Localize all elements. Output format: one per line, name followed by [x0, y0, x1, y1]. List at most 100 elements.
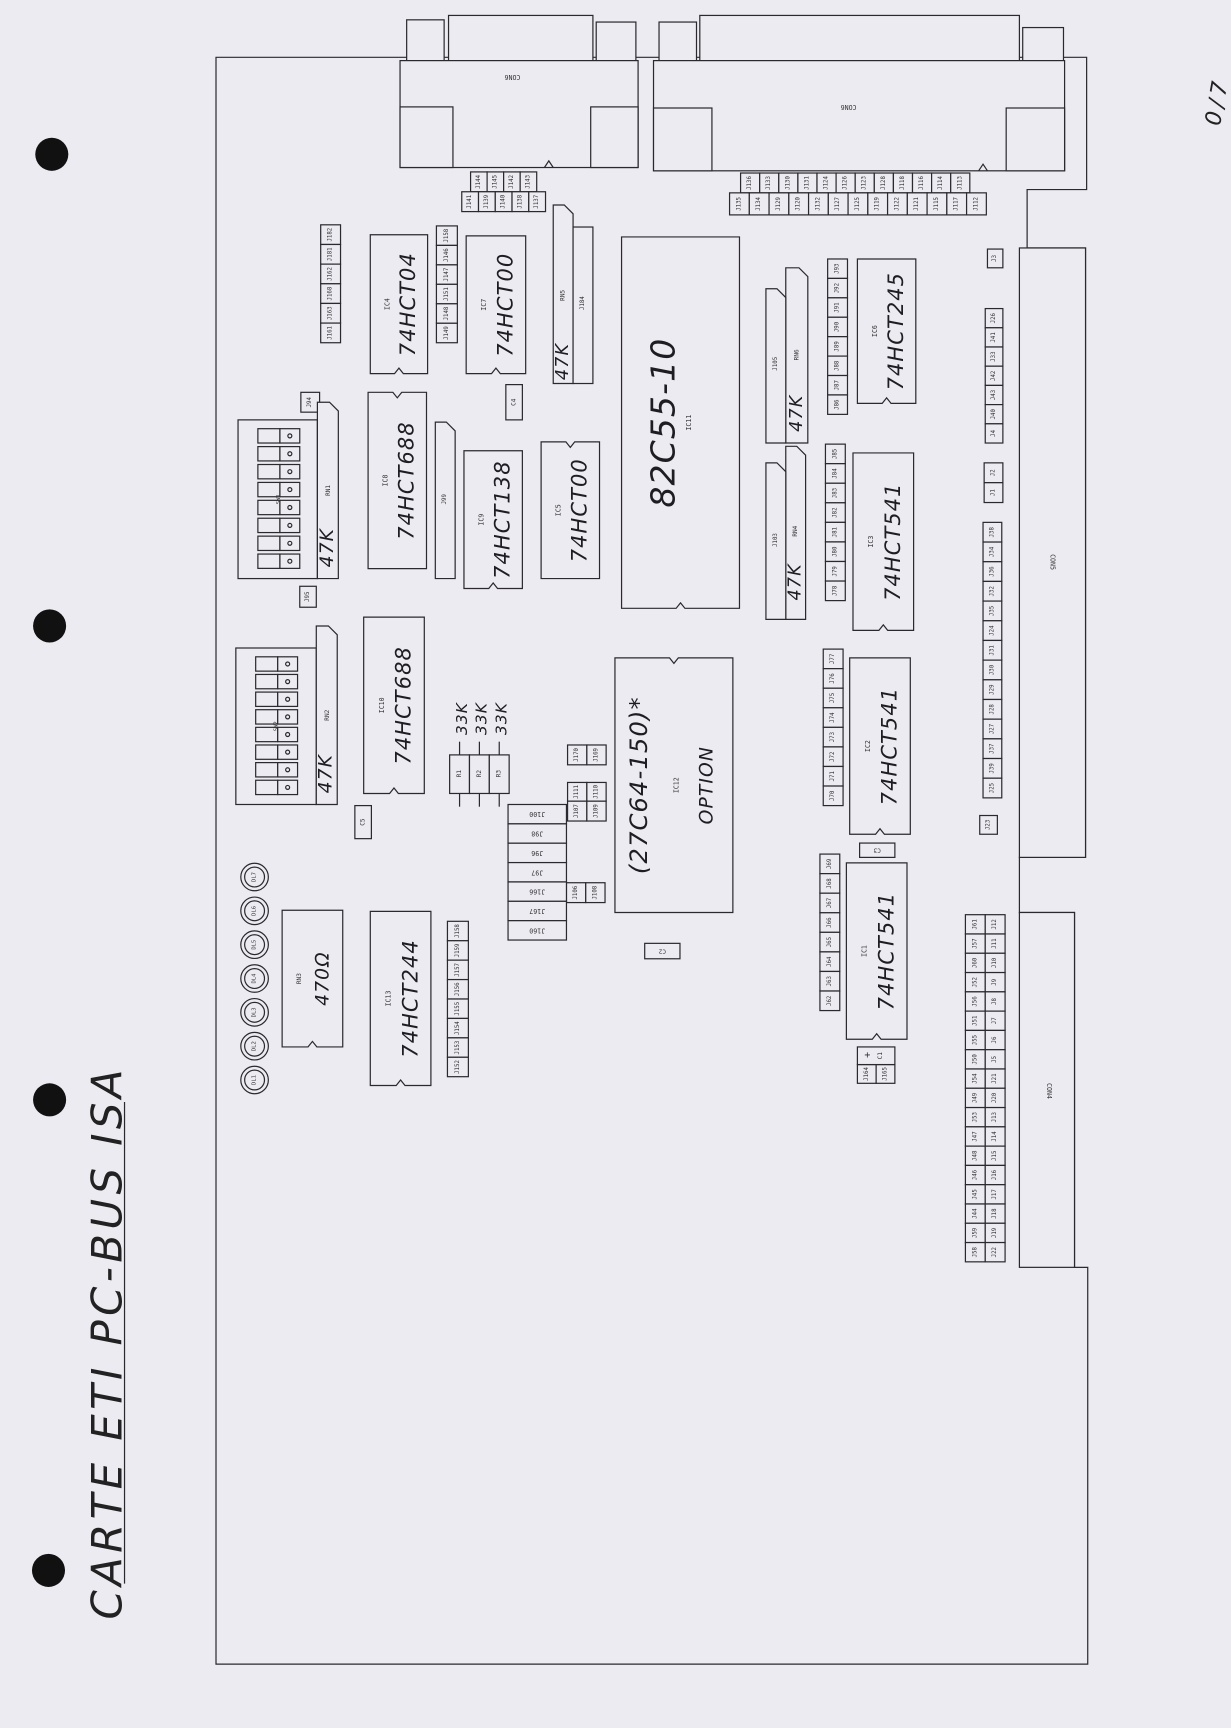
- switch-dot: [287, 433, 293, 439]
- jumper-label: J73: [830, 731, 836, 742]
- jumper-pad[interactable]: [827, 394, 849, 415]
- con6-left-connector-part: [406, 19, 445, 62]
- jumper-label: J132: [815, 197, 821, 211]
- switch-pos: [277, 762, 299, 778]
- jumper-pad[interactable]: [299, 585, 317, 608]
- led-label: DL4: [252, 973, 258, 984]
- jumper-label: J87: [835, 380, 841, 391]
- switch-dot: [285, 661, 291, 667]
- jumper-label: J105: [773, 357, 779, 371]
- jumper-pad[interactable]: [435, 322, 458, 344]
- jumper-pad[interactable]: [986, 248, 1004, 269]
- jumper-label: J126: [843, 176, 849, 190]
- jumper-pad[interactable]: [586, 800, 607, 822]
- ic-option-note: OPTION: [696, 746, 717, 824]
- jumper-pad[interactable]: [984, 1241, 1006, 1263]
- jumper-pad[interactable]: [585, 882, 606, 904]
- ic-part-number: 74HCT688: [395, 421, 419, 539]
- jumper-label: J79: [832, 566, 838, 577]
- con6-right-connector-part: [699, 14, 1021, 62]
- j184-pad: [572, 226, 594, 385]
- jumper-pad[interactable]: [983, 482, 1004, 504]
- capacitor-ref: C5: [360, 818, 367, 826]
- jumper-label: J14: [992, 1131, 998, 1142]
- capacitor-0: [505, 384, 523, 421]
- jumper-pad[interactable]: [507, 920, 568, 941]
- led-label: DL5: [252, 940, 258, 950]
- switch-lever[interactable]: [257, 553, 281, 569]
- jumper-label: J31: [989, 645, 995, 656]
- jumper-label: J42: [991, 371, 997, 381]
- jumper-pad[interactable]: [586, 744, 607, 766]
- switch-dot: [285, 749, 291, 755]
- jumper-label: J48: [972, 1150, 978, 1161]
- jumper-label: J148: [444, 306, 450, 320]
- jumper-label: J112: [973, 197, 979, 211]
- switch-pos: [277, 691, 299, 708]
- ic-0: [369, 234, 429, 375]
- jumper-pad[interactable]: [979, 814, 998, 835]
- ic-part-number: 74HCT04: [396, 252, 420, 356]
- con6-right-connector-part: [658, 21, 698, 62]
- binder-hole: [35, 137, 69, 171]
- switch-lever[interactable]: [257, 535, 281, 552]
- switch-lever[interactable]: [257, 445, 281, 462]
- ic-ref: IC5: [555, 504, 563, 516]
- rn-ref: RN5: [560, 290, 567, 301]
- jumper-label: J122: [894, 197, 900, 211]
- ic-ref: IC2: [864, 740, 872, 752]
- jumper-pad[interactable]: [446, 1056, 469, 1078]
- jumper-group-grid-a: J61J57J60J52J56J51J55J50J54J49J53J47J48J…: [964, 914, 986, 1263]
- jumper-pad[interactable]: [965, 192, 987, 216]
- jumper-label: J131: [804, 176, 810, 190]
- jumper-label: J142: [509, 175, 515, 189]
- con5-edge-connector-label: CON5: [1048, 554, 1056, 570]
- jumper-label: J166: [529, 888, 545, 896]
- ic-11: [614, 657, 734, 914]
- jumper-label: J59: [972, 1227, 978, 1238]
- switch-lever[interactable]: [255, 691, 279, 708]
- ic-1: [465, 235, 527, 375]
- switch-lever[interactable]: [255, 744, 279, 760]
- switch-lever[interactable]: [255, 762, 279, 778]
- switch-lever[interactable]: [255, 656, 279, 672]
- jumper-pad[interactable]: [822, 785, 844, 807]
- jumper-label: J77: [830, 653, 836, 664]
- ic-ref: IC6: [871, 325, 879, 337]
- jumper-label: J115: [934, 197, 940, 211]
- rn-ref: RN6: [793, 349, 800, 360]
- switch-lever[interactable]: [257, 463, 281, 480]
- led-inner: [244, 900, 266, 922]
- jumper-pad[interactable]: [984, 423, 1004, 444]
- jumper-label: J21: [992, 1073, 998, 1084]
- jumper-label: J138: [517, 194, 523, 208]
- jumper-label: J134: [756, 196, 762, 210]
- resistor-ref: R1: [456, 770, 463, 778]
- jumper-label: J181: [328, 247, 334, 261]
- jumper-label: J113: [957, 176, 963, 190]
- jumper-label: J103: [773, 533, 779, 547]
- jumper-pad[interactable]: [528, 191, 547, 213]
- jumper-pad[interactable]: [824, 580, 846, 602]
- switch-lever[interactable]: [255, 779, 279, 796]
- jumper-label: J153: [455, 1040, 461, 1054]
- ic-ref: IC10: [378, 697, 386, 713]
- switch-lever[interactable]: [255, 673, 279, 690]
- jumper-label: J137: [534, 194, 540, 208]
- jumper-label: J10: [992, 957, 998, 968]
- jumper-label: J85: [832, 449, 838, 459]
- switch-lever[interactable]: [257, 428, 281, 444]
- jumper-pad[interactable]: [982, 777, 1003, 799]
- jumper-pad[interactable]: [320, 322, 342, 344]
- ic-3: [463, 450, 523, 590]
- jumper-label: J5: [992, 1056, 998, 1063]
- jumper-pad[interactable]: [819, 990, 841, 1012]
- switch-lever[interactable]: [257, 517, 281, 534]
- con5-edge-connector-part: [1018, 247, 1087, 858]
- jumper-label: J96: [531, 849, 543, 857]
- jumper-label: J69: [827, 858, 833, 869]
- switch-dot: [287, 504, 293, 511]
